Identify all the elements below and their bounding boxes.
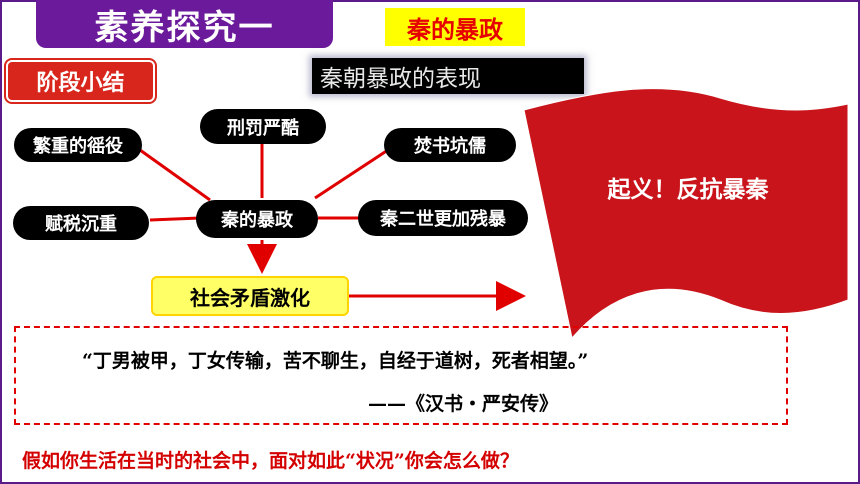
stage-label: 阶段小结 — [4, 58, 157, 104]
node-heavy-taxes: 赋税沉重 — [13, 206, 149, 240]
result-box: 社会矛盾激化 — [151, 276, 349, 316]
quote-box — [14, 326, 788, 425]
node-burn-books: 焚书坑儒 — [384, 128, 516, 162]
diagram-caption: 秦朝暴政的表现 — [312, 58, 584, 94]
uprising-text: 起义！反抗暴秦 — [607, 177, 769, 203]
node-corvee: 繁重的徭役 — [14, 128, 142, 162]
topic-label: 秦的暴政 — [385, 8, 525, 46]
section-title: 素养探究一 — [36, 0, 333, 48]
node-harsh-punishment: 刑罚严酷 — [200, 109, 326, 144]
node-center-tyranny: 秦的暴政 — [196, 200, 318, 238]
node-second-emperor: 秦二世更加残暴 — [358, 200, 528, 236]
quote-source: ——《汉书・严安传》 — [368, 393, 559, 415]
discussion-question: 假如你生活在当时的社会中，面对如此“状况”你会怎么做？ — [22, 450, 519, 472]
quote-text: “丁男被甲，丁女传输，苦不聊生，自经于道树，死者相望。” — [82, 350, 589, 372]
flag-shape — [523, 88, 849, 340]
